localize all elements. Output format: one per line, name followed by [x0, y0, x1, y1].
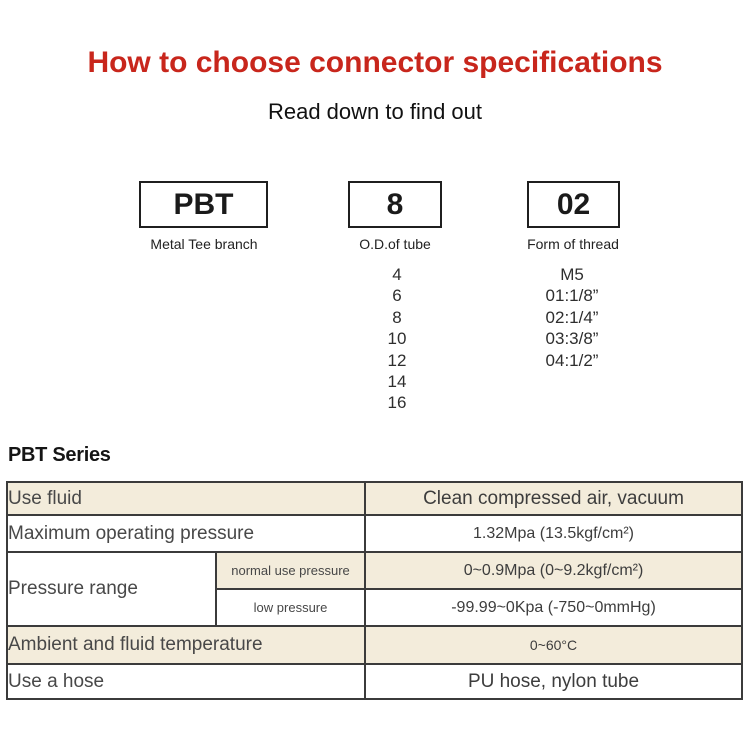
tube-od-option: 10: [387, 329, 407, 349]
code-label-thread: Form of thread: [527, 236, 619, 252]
row-label-use-fluid: Use fluid: [5, 481, 367, 516]
tube-od-option: 4: [392, 265, 402, 284]
tube-od-option: 14: [387, 372, 407, 392]
row-label-pressure-range: Pressure range: [6, 551, 217, 627]
code-thread-text: 02: [556, 187, 591, 221]
row-value-use-fluid: Clean compressed air, vacuum: [364, 481, 743, 516]
table-row-max-pressure: Maximum operating pressure 1.32Mpa (13.5…: [5, 514, 743, 553]
tube-od-option: 8: [392, 307, 402, 327]
code-box-thread: 02: [527, 181, 620, 228]
spec-table: Use fluid Clean compressed air, vacuum M…: [5, 481, 743, 700]
table-row-low-pressure: low pressure -99.99~0Kpa (-750~0mmHg): [7, 588, 743, 627]
tube-od-options-list: 4 6 8 10 12 14 16: [388, 264, 407, 414]
tube-od-option: 16: [387, 393, 407, 413]
thread-option: 04:1/2”: [545, 350, 599, 370]
row-value-normal-pressure: 0~0.9Mpa (0~9.2kgf/cm²): [364, 551, 743, 590]
thread-option: M5: [560, 265, 584, 284]
page-title: How to choose connector specifications: [87, 46, 663, 79]
row-label-hose: Use a hose: [5, 663, 367, 700]
tube-od-option: 12: [387, 350, 407, 370]
row-value-temperature: 0~60°C: [364, 625, 743, 665]
table-row-use-fluid: Use fluid Clean compressed air, vacuum: [5, 481, 743, 516]
code-tube-od-text: 8: [386, 187, 404, 221]
thread-option: 03:3/8”: [545, 329, 599, 349]
code-box-series: PBT: [139, 181, 268, 228]
table-row-hose: Use a hose PU hose, nylon tube: [5, 663, 743, 700]
code-label-series: Metal Tee branch: [150, 236, 258, 252]
code-box-tube-od: 8: [348, 181, 442, 228]
code-label-tube-od: O.D.of tube: [359, 236, 431, 252]
row-sublabel-low-pressure: low pressure: [214, 588, 367, 627]
page-subtitle: Read down to find out: [267, 99, 483, 124]
row-label-temperature: Ambient and fluid temperature: [5, 625, 367, 665]
row-sublabel-normal-pressure: normal use pressure: [214, 551, 367, 590]
series-heading: PBT Series: [8, 444, 111, 466]
row-label-max-pressure: Maximum operating pressure: [5, 514, 367, 553]
table-row-normal-pressure: Pressure range normal use pressure 0~0.9…: [6, 551, 743, 627]
thread-options-list: M5 01:1/8” 02:1/4” 03:3/8” 04:1/2”: [546, 264, 599, 371]
row-value-low-pressure: -99.99~0Kpa (-750~0mmHg): [364, 588, 743, 627]
code-series-text: PBT: [173, 187, 234, 221]
row-value-hose: PU hose, nylon tube: [364, 663, 743, 700]
table-row-temperature: Ambient and fluid temperature 0~60°C: [5, 625, 743, 665]
tube-od-option: 6: [392, 286, 402, 306]
thread-option: 01:1/8”: [545, 286, 599, 306]
row-value-max-pressure: 1.32Mpa (13.5kgf/cm²): [364, 514, 743, 553]
thread-option: 02:1/4”: [545, 307, 599, 327]
